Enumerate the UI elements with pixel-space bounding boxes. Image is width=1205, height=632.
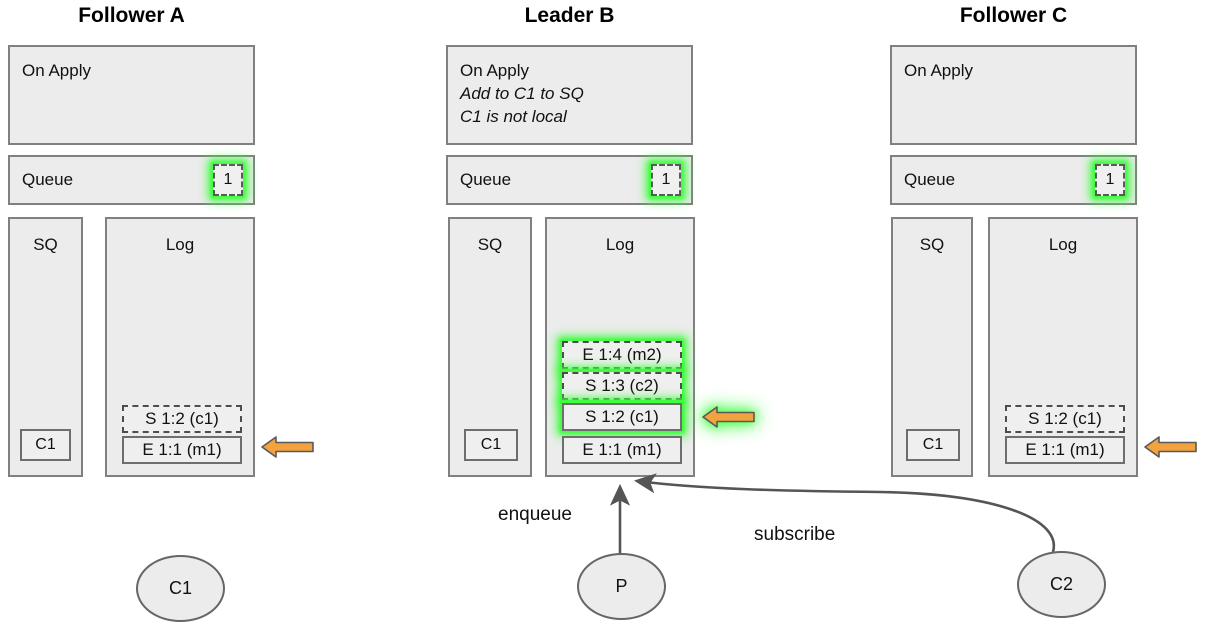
client-circle-c1: C1 bbox=[136, 555, 225, 622]
on-apply-box-follower-a: On Apply bbox=[8, 45, 255, 145]
queue-label: Queue bbox=[22, 170, 74, 189]
log-label: Log bbox=[1048, 235, 1078, 254]
queue-label: Queue bbox=[460, 170, 512, 189]
sq-label: SQ bbox=[33, 235, 58, 254]
sq-label: SQ bbox=[919, 235, 945, 254]
subscribe-edge-label: subscribe bbox=[754, 524, 836, 545]
log-entry: S 1:2 (c1) bbox=[122, 405, 242, 433]
on-apply-heading: On Apply bbox=[22, 61, 91, 80]
on-apply-note: Add to C1 to SQ bbox=[460, 84, 584, 103]
producer-circle-p: P bbox=[577, 553, 666, 620]
panel-title-leader-b: Leader B bbox=[524, 4, 615, 27]
log-entry: S 1:3 (c2) bbox=[562, 372, 682, 400]
sq-item: C1 bbox=[464, 429, 518, 461]
log-entry: E 1:4 (m2) bbox=[562, 341, 682, 369]
log-entry: E 1:1 (m1) bbox=[1005, 436, 1125, 464]
log-entry: S 1:2 (c1) bbox=[1005, 405, 1125, 433]
enqueue-edge-label: enqueue bbox=[498, 504, 572, 525]
on-apply-box-follower-c: On Apply bbox=[890, 45, 1137, 145]
sq-label: SQ bbox=[477, 235, 503, 254]
log-entry: E 1:1 (m1) bbox=[562, 436, 682, 464]
subscribe-edge bbox=[633, 473, 1056, 553]
commit-pointer-arrow-leader-b bbox=[702, 406, 755, 428]
on-apply-heading: On Apply bbox=[460, 61, 529, 80]
queue-box-follower-a: Queue 1 bbox=[8, 155, 255, 205]
on-apply-heading: On Apply bbox=[904, 61, 973, 80]
log-entry: S 1:2 (c1) bbox=[562, 403, 682, 431]
on-apply-box-leader-b: On Apply Add to C1 to SQ C1 is not local bbox=[446, 45, 693, 145]
queue-badge-count: 1 bbox=[213, 164, 243, 196]
log-box-leader-b: Log E 1:4 (m2) S 1:3 (c2) S 1:2 (c1) E 1… bbox=[545, 217, 695, 477]
log-box-follower-a: Log S 1:2 (c1) E 1:1 (m1) bbox=[105, 217, 255, 477]
on-apply-note: C1 is not local bbox=[460, 107, 567, 126]
queue-box-leader-b: Queue 1 bbox=[446, 155, 693, 205]
commit-pointer-arrow-follower-c bbox=[1144, 436, 1197, 458]
log-entry: E 1:1 (m1) bbox=[122, 436, 242, 464]
panel-title-follower-c: Follower C bbox=[959, 4, 1068, 27]
queue-label: Queue bbox=[904, 170, 956, 189]
queue-badge-count: 1 bbox=[651, 164, 681, 196]
panel-title-follower-a: Follower A bbox=[78, 4, 185, 27]
log-label: Log bbox=[165, 235, 195, 254]
queue-badge-count: 1 bbox=[1095, 164, 1125, 196]
log-label: Log bbox=[605, 235, 635, 254]
commit-pointer-arrow-follower-a bbox=[261, 436, 314, 458]
client-circle-c2: C2 bbox=[1017, 551, 1106, 618]
sq-item: C1 bbox=[906, 429, 960, 461]
sq-item: C1 bbox=[20, 429, 71, 461]
log-box-follower-c: Log S 1:2 (c1) E 1:1 (m1) bbox=[988, 217, 1138, 477]
queue-box-follower-c: Queue 1 bbox=[890, 155, 1137, 205]
sq-box-follower-c: SQ C1 bbox=[891, 217, 973, 477]
sq-box-leader-b: SQ C1 bbox=[448, 217, 532, 477]
sq-box-follower-a: SQ C1 bbox=[8, 217, 83, 477]
